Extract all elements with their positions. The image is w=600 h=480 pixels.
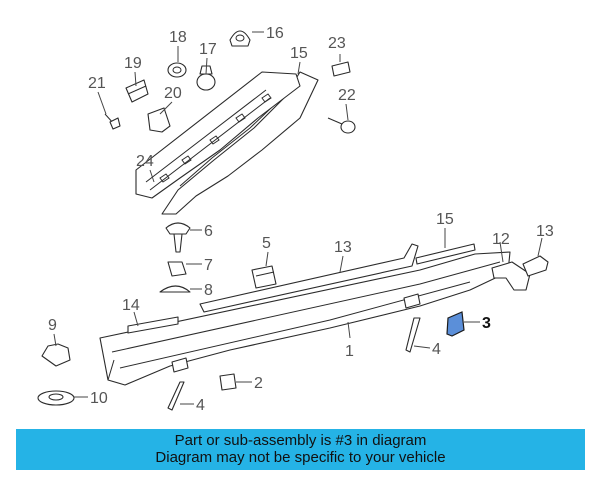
callout-7: 7 (204, 257, 213, 274)
callout-5: 5 (262, 235, 271, 252)
molding-13 (199, 243, 419, 313)
callout-4-right: 4 (432, 341, 441, 358)
clip-5 (251, 265, 277, 289)
callout-4-left: 4 (196, 397, 205, 414)
callout-labels: 21 19 20 18 17 16 15 23 22 24 6 7 8 5 13… (48, 25, 554, 414)
clip-20 (125, 79, 149, 103)
washer-10 (37, 390, 75, 406)
callout-13: 13 (334, 239, 352, 256)
bracket-11 (491, 261, 531, 291)
callout-15: 15 (436, 211, 454, 228)
callout-16: 15 (290, 45, 308, 62)
callout-9: 9 (48, 317, 57, 334)
callout-2: 2 (254, 375, 263, 392)
callout-10: 10 (90, 390, 108, 407)
banner-line-1: Part or sub-assembly is #3 in diagram (174, 432, 427, 449)
callout-23: 22 (338, 87, 356, 104)
callout-14: 14 (122, 297, 140, 314)
callout-19: 18 (169, 29, 187, 46)
callout-3: 3 (482, 315, 491, 332)
callout-8: 8 (204, 282, 213, 299)
info-banner: Part or sub-assembly is #3 in diagram Di… (16, 429, 585, 470)
fastener-12 (522, 255, 549, 277)
bracket-21 (147, 107, 171, 133)
callout-25: 24 (136, 153, 154, 170)
parts-diagram: 21 19 20 18 17 16 15 23 22 24 6 7 8 5 13… (37, 25, 554, 414)
pillar-panel-25 (135, 71, 301, 199)
callout-21: 20 (164, 85, 182, 102)
leader-lines (53, 31, 543, 405)
nut-9 (41, 343, 71, 367)
callout-20: 19 (124, 55, 142, 72)
cap-17 (229, 30, 251, 47)
molding-14 (127, 316, 179, 334)
callout-18: 17 (199, 41, 217, 58)
callout-11: 12 (492, 231, 510, 248)
callout-1: 1 (345, 343, 354, 360)
clip-7 (167, 261, 187, 277)
clip-2 (219, 373, 237, 391)
callout-24: 23 (328, 35, 346, 52)
plug-6 (165, 222, 191, 253)
bolt-23 (327, 117, 356, 134)
grommet-8 (159, 285, 191, 293)
strap-4b (405, 317, 421, 353)
clip-24 (331, 61, 351, 77)
callout-22: 21 (88, 75, 106, 92)
molding-15 (415, 243, 476, 265)
callout-12: 13 (536, 223, 554, 240)
pin-22 (104, 113, 121, 130)
callout-6: 6 (204, 223, 213, 240)
part-3-highlight (446, 311, 465, 337)
grommet-19 (167, 62, 187, 78)
callout-17: 16 (266, 25, 284, 42)
strap-4a (167, 381, 185, 411)
rocker-panel-1 (99, 251, 511, 386)
banner-line-2: Diagram may not be specific to your vehi… (155, 449, 446, 466)
